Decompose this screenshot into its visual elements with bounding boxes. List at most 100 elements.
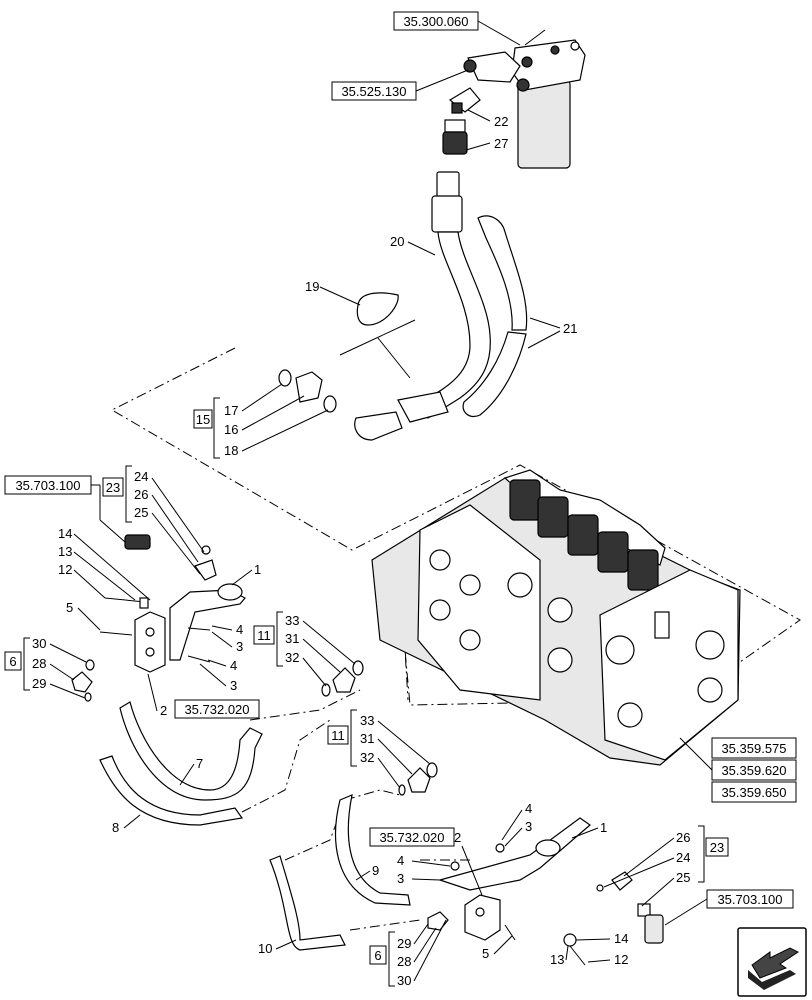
svg-text:4: 4 (236, 622, 243, 637)
svg-text:2: 2 (454, 830, 461, 845)
flow-line-2 (241, 719, 331, 813)
svg-text:25: 25 (134, 505, 148, 520)
fitting-group-15 (278, 369, 337, 413)
svg-text:35.732.020: 35.732.020 (184, 702, 249, 717)
hose-10 (269, 855, 346, 951)
svg-text:31: 31 (285, 631, 299, 646)
svg-text:1: 1 (600, 820, 607, 835)
clamp-19 (339, 292, 416, 379)
hose-7 (119, 701, 263, 801)
group-11-top: 11 (253, 611, 283, 667)
svg-text:13: 13 (550, 952, 564, 967)
sleeve-21 (462, 215, 528, 418)
svg-text:21: 21 (563, 321, 577, 336)
svg-text:5: 5 (482, 946, 489, 961)
svg-text:1: 1 (254, 562, 261, 577)
svg-text:28: 28 (32, 656, 46, 671)
svg-text:27: 27 (494, 136, 508, 151)
harness-right (596, 871, 664, 944)
adapter-27 (442, 119, 468, 155)
svg-text:2: 2 (160, 703, 167, 718)
hose-8 (99, 755, 244, 826)
svg-text:10: 10 (258, 941, 272, 956)
svg-text:8: 8 (112, 820, 119, 835)
svg-text:35.703.100: 35.703.100 (15, 478, 80, 493)
svg-text:19: 19 (305, 279, 319, 294)
svg-text:33: 33 (360, 713, 374, 728)
svg-text:3: 3 (230, 678, 237, 693)
svg-text:3: 3 (236, 639, 243, 654)
svg-text:33: 33 (285, 613, 299, 628)
fitting-group-6-left (71, 659, 95, 702)
svg-text:11: 11 (331, 728, 345, 743)
svg-text:31: 31 (360, 731, 374, 746)
svg-text:3: 3 (397, 871, 404, 886)
group-6-bottom: 6 (369, 931, 395, 987)
group-23-right: 23 (698, 825, 729, 883)
svg-text:23: 23 (710, 840, 724, 855)
fitting-group-11-bottom (398, 762, 438, 796)
svg-text:4: 4 (397, 853, 404, 868)
svg-text:35.703.100: 35.703.100 (717, 892, 782, 907)
svg-text:17: 17 (224, 403, 238, 418)
fitting-group-11-top (321, 660, 364, 697)
svg-text:28: 28 (397, 954, 411, 969)
hose-9 (335, 794, 411, 906)
svg-text:3: 3 (525, 819, 532, 834)
svg-text:12: 12 (58, 562, 72, 577)
control-valve-bank (371, 469, 741, 766)
svg-text:30: 30 (397, 973, 411, 988)
svg-text:35.359.650: 35.359.650 (721, 785, 786, 800)
flow-line-4 (284, 799, 346, 861)
svg-text:35.525.130: 35.525.130 (341, 84, 406, 99)
svg-text:4: 4 (525, 801, 532, 816)
svg-text:12: 12 (614, 952, 628, 967)
ref-valve-group[interactable]: 35.359.575 35.359.620 35.359.650 (711, 737, 797, 803)
svg-text:35.359.575: 35.359.575 (721, 741, 786, 756)
ref-harness-left[interactable]: 35.703.100 (4, 475, 92, 495)
svg-text:4: 4 (230, 658, 237, 673)
svg-text:25: 25 (676, 870, 690, 885)
svg-text:32: 32 (360, 750, 374, 765)
svg-text:14: 14 (58, 526, 72, 541)
svg-text:24: 24 (134, 469, 148, 484)
ref-bracket-bottom[interactable]: 35.732.020 (369, 827, 455, 847)
svg-text:29: 29 (397, 936, 411, 951)
svg-text:20: 20 (390, 234, 404, 249)
svg-text:14: 14 (614, 931, 628, 946)
ref-filter[interactable]: 35.300.060 (393, 11, 479, 31)
svg-text:30: 30 (32, 636, 46, 651)
svg-text:35.732.020: 35.732.020 (379, 830, 444, 845)
group-6-left: 6 (4, 637, 30, 691)
valve-block-left (99, 519, 246, 673)
svg-text:22: 22 (494, 114, 508, 129)
svg-text:24: 24 (676, 850, 690, 865)
valve-block-bottom (427, 817, 591, 966)
callout-labels: 22 27 20 19 21 17 16 18 24 26 25 14 13 1… (32, 109, 690, 988)
svg-text:32: 32 (285, 650, 299, 665)
flow-line-3 (344, 789, 401, 801)
svg-text:11: 11 (257, 628, 271, 643)
group-23-left: 23 (102, 465, 132, 523)
ref-harness-bottom[interactable]: 35.703.100 (706, 889, 794, 909)
ref-fitting-top[interactable]: 35.525.130 (331, 81, 417, 101)
elbow-fitting-22 (448, 87, 481, 114)
ref-bracket-left[interactable]: 35.732.020 (174, 699, 260, 719)
svg-text:6: 6 (9, 654, 16, 669)
svg-text:26: 26 (134, 487, 148, 502)
svg-text:35.300.060: 35.300.060 (403, 14, 468, 29)
svg-text:9: 9 (372, 863, 379, 878)
svg-text:29: 29 (32, 676, 46, 691)
group-15: 15 (193, 397, 220, 459)
group-11-bottom: 11 (327, 709, 357, 767)
flow-line-5 (349, 919, 421, 931)
next-page-arrow-icon[interactable] (737, 927, 807, 997)
svg-text:16: 16 (224, 422, 238, 437)
valve-outline (110, 347, 801, 706)
svg-text:6: 6 (374, 948, 381, 963)
filter-assembly (463, 29, 586, 169)
svg-text:7: 7 (196, 756, 203, 771)
svg-text:18: 18 (224, 443, 238, 458)
svg-text:5: 5 (66, 600, 73, 615)
